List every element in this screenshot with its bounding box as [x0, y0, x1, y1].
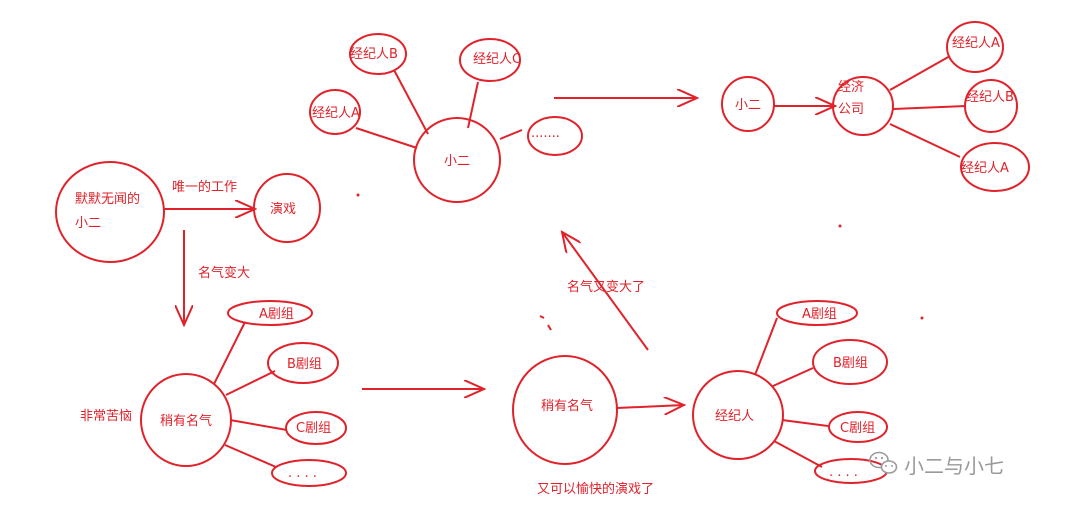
stray-stroke — [547, 324, 552, 331]
node-more-agents — [527, 116, 583, 156]
connector-line — [889, 55, 951, 91]
stray-marks — [356, 193, 924, 331]
agent-a-top-label: 经纪人A — [952, 36, 1000, 51]
node-slightly-famous-middle — [512, 355, 618, 465]
right-crew-c-label: C剧组 — [840, 421, 875, 436]
arrow-fame-up-again — [562, 232, 649, 351]
acting-label: 演戏 — [270, 201, 296, 217]
node-crew-b — [267, 342, 339, 384]
unknown-label-2: 小二 — [75, 216, 101, 231]
wechat-icon — [869, 451, 898, 474]
connector-line — [213, 321, 246, 385]
connector-line — [892, 105, 967, 110]
connector-line — [224, 444, 277, 468]
crew-b-label: B剧组 — [287, 357, 322, 372]
connector-line — [754, 317, 778, 376]
agent-a-bottom-label: 经纪人A — [961, 161, 1009, 176]
more-agents-label: ....... — [531, 126, 560, 141]
node-right-crew-c — [828, 411, 888, 443]
stray-stroke — [539, 315, 545, 319]
node-agent-b-right — [964, 79, 1018, 133]
node-agent-a — [309, 89, 361, 135]
connector-line — [772, 367, 814, 387]
node-agent-a-bottom — [960, 142, 1030, 192]
right-crew-a-label: A剧组 — [802, 307, 837, 322]
right-cluster: 经纪人 A剧组 B剧组 C剧组 . . . . — [692, 300, 888, 484]
connector-line — [229, 419, 288, 431]
only-job-label: 唯一的工作 — [172, 179, 237, 195]
xiaoer-right-label: 小二 — [735, 98, 761, 113]
node-unknown-xiaoer — [55, 161, 165, 263]
slightly-famous-left-label: 稍有名气 — [160, 413, 212, 429]
connector-line — [781, 419, 829, 427]
node-crew-more — [271, 459, 347, 487]
arrow-to-agent — [616, 405, 684, 408]
connector-line — [889, 123, 961, 158]
fame-up-again-label: 名气又变大了 — [567, 279, 645, 295]
unknown-label-1: 默默无闻的 — [75, 191, 140, 207]
connector-line — [225, 370, 276, 396]
node-xiaoer-right — [721, 76, 775, 132]
right-crew-more-label: . . . . — [829, 465, 858, 480]
troubled-label: 非常苦恼 — [80, 408, 132, 424]
node-right-crew-a — [776, 300, 858, 326]
company-label-1: 经济 — [838, 80, 864, 95]
right-crew-b-label: B剧组 — [833, 356, 868, 371]
happy-acting-label: 又可以愉快的演戏了 — [537, 481, 654, 497]
node-acting — [253, 173, 321, 243]
connector-line — [773, 440, 823, 468]
agent-label: 经纪人 — [715, 409, 754, 424]
middle-cluster: 稍有名气 又可以愉快的演戏了 名气又变大了 — [362, 232, 684, 497]
crew-c-label: C剧组 — [296, 421, 331, 436]
company-label-2: 公司 — [838, 102, 864, 117]
fame-up-label: 名气变大 — [198, 265, 250, 281]
node-crew-c — [285, 411, 347, 445]
top-right-cluster: 小二 经济 公司 经纪人A 经纪人B 经纪人A — [721, 21, 1030, 192]
node-crew-a — [227, 300, 313, 326]
agent-b-label: 经纪人B — [350, 47, 398, 62]
node-xiaoer-top — [413, 117, 501, 203]
node-company — [832, 76, 894, 136]
watermark-text: 小二与小七 — [904, 454, 1004, 478]
slightly-famous-middle-label: 稍有名气 — [541, 398, 593, 414]
agent-a-label: 经纪人A — [312, 106, 360, 121]
node-agent — [692, 370, 784, 460]
node-right-crew-b — [812, 339, 888, 385]
node-agent-a-top — [946, 21, 1004, 73]
crew-more-label: . . . . — [288, 466, 317, 481]
crew-a-label: A剧组 — [259, 307, 294, 322]
connector-line — [355, 127, 418, 149]
watermark: 小二与小七 — [869, 451, 1004, 478]
connector-line — [499, 129, 523, 140]
agent-b-right-label: 经纪人B — [966, 90, 1014, 105]
node-agent-c — [459, 38, 521, 82]
agent-c-label: 经纪人C — [473, 52, 521, 67]
connector-line — [393, 69, 429, 135]
left-cluster: 默默无闻的 小二 唯一的工作 演戏 名气变大 非常苦恼 稍有名气 A剧组 B剧组… — [55, 161, 347, 487]
top-cluster: 经纪人B 经纪人C 经纪人A 小二 ....... — [309, 33, 697, 203]
node-agent-b — [349, 33, 407, 75]
xiaoer-top-label: 小二 — [444, 154, 470, 169]
